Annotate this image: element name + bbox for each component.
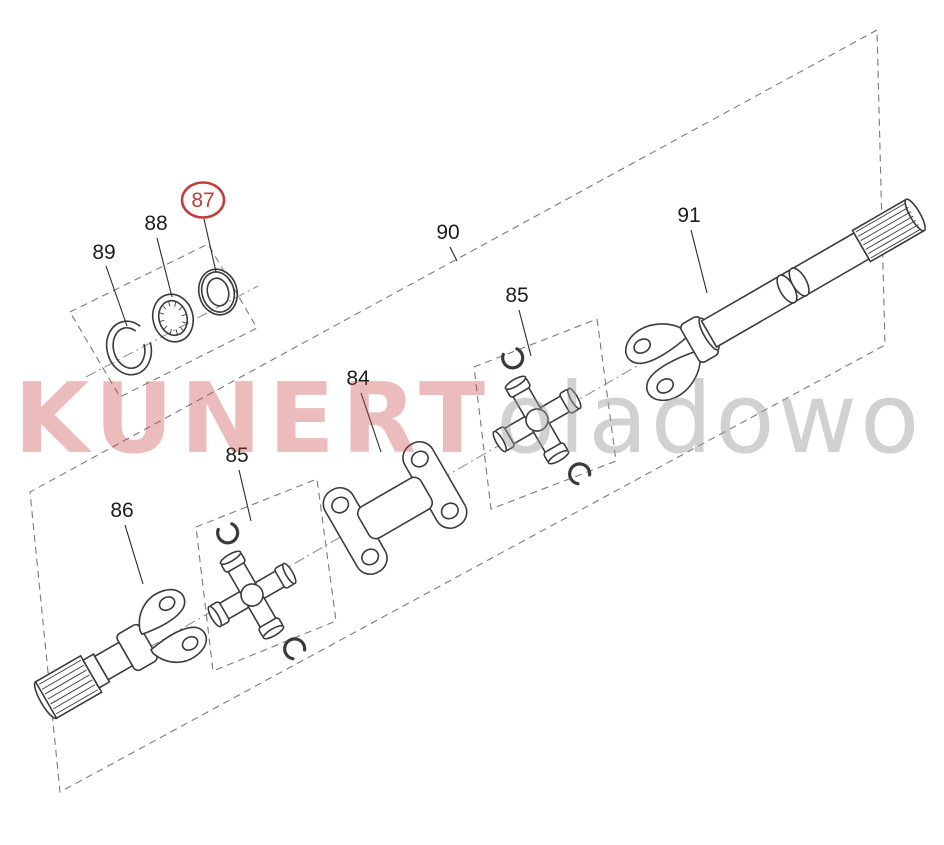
callout-84[interactable]: 84 xyxy=(346,367,382,453)
part-number-90: 90 xyxy=(436,221,459,244)
leader-line xyxy=(360,392,382,453)
part-85-ujoint-left xyxy=(170,500,335,691)
leader-line xyxy=(124,524,144,585)
callout-85-right[interactable]: 85 xyxy=(505,284,532,357)
part-84-double-yoke xyxy=(322,440,468,576)
callout-87-highlighted[interactable]: 87 xyxy=(180,181,226,273)
leader-line xyxy=(449,246,458,262)
callout-90[interactable]: 90 xyxy=(436,221,460,262)
part-number-85-left: 85 xyxy=(225,444,248,467)
part-91-axle-shaft xyxy=(624,198,926,402)
callout-89[interactable]: 89 xyxy=(92,241,128,327)
callout-86[interactable]: 86 xyxy=(110,499,144,585)
highlight-circle xyxy=(180,181,226,219)
seal-group-centerline xyxy=(85,285,259,378)
watermark-secondary: oladowo xyxy=(496,362,922,475)
part-88-splined-washer xyxy=(151,293,195,343)
spline-teeth xyxy=(158,300,188,336)
ujoint-box-right xyxy=(473,318,617,510)
callouts: 89 88 87 90 91 85 84 85 xyxy=(92,181,708,585)
part-number-89: 89 xyxy=(92,241,115,264)
leader-line xyxy=(238,469,252,522)
main-axis-centerline xyxy=(57,212,903,701)
callout-88[interactable]: 88 xyxy=(144,212,173,298)
seal-group-box xyxy=(69,243,258,398)
part-number-87: 87 xyxy=(191,189,214,212)
part-number-84: 84 xyxy=(346,367,370,390)
part-number-91: 91 xyxy=(677,204,700,227)
spline-lines xyxy=(39,659,99,715)
part-number-86: 86 xyxy=(110,499,133,522)
watermark: KUNERT oladowo xyxy=(14,362,922,475)
part-86-stub-axle-yoke xyxy=(33,588,207,720)
part-number-85-right: 85 xyxy=(505,284,528,307)
part-number-88: 88 xyxy=(144,212,167,235)
watermark-primary: KUNERT xyxy=(14,362,492,475)
spline-lines xyxy=(855,202,922,259)
leader-line xyxy=(203,218,217,273)
centerlines xyxy=(57,212,903,701)
ujoint-box-left xyxy=(195,478,337,672)
leader-line xyxy=(690,229,708,294)
leader-line xyxy=(105,265,128,327)
callout-91[interactable]: 91 xyxy=(677,204,708,294)
part-87-seal-ring xyxy=(197,268,239,316)
leader-line xyxy=(156,237,173,298)
leader-line xyxy=(518,309,532,357)
callout-85-left[interactable]: 85 xyxy=(225,444,252,522)
